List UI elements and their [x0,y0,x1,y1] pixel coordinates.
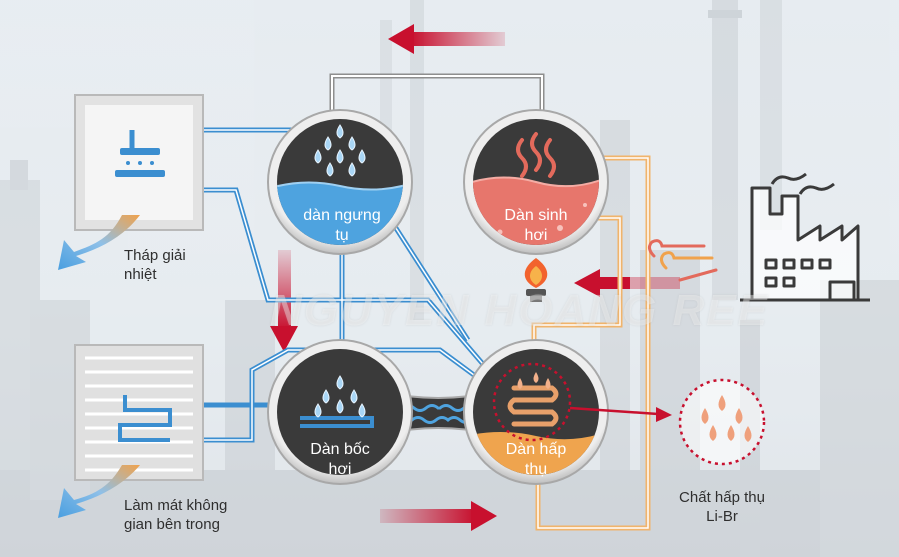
indoor-air-arrow [58,465,140,518]
heat-waves-icon [516,132,556,178]
cooling-tower-label: Tháp giải nhiệt [124,246,186,284]
red-arrow-down-left [270,250,298,352]
evaporator-label-line2: hơi [328,461,352,478]
red-arrow-bottom [380,501,497,531]
condenser-label-line2: tụ [335,227,349,244]
absorbent-label-line1: Chất hấp thụ [679,489,765,506]
generator-chamber [463,109,609,255]
evaporator-label: Dàn bốc hơi [280,440,400,480]
generator-label: Dàn sinh hơi [476,206,596,246]
absorber-label-line1: Dàn hấp [505,441,567,458]
cooling-tower [58,94,204,270]
absorbent-label-line2: Li-Br [706,508,738,525]
cooling-tower-label-line1: Tháp giải [124,247,186,264]
watermark-text: NGUYEN HOANG REE [270,286,769,335]
wind-icon [647,239,718,282]
absorber-chamber [463,339,609,485]
cooling-tower-exhaust-arrow [58,215,140,270]
absorber-label: Dàn hấp thụ [476,440,596,480]
condenser-chamber [267,109,413,255]
indoor-cooling-label: Làm mát không gian bên trong [124,496,227,534]
condenser-label-line1: dàn ngưng [303,207,381,224]
flame-burner-icon [524,258,548,302]
absorber-highlight-ring [492,362,572,442]
indoor-cooling-label-line2: gian bên trong [124,516,220,533]
absorbent-pointer-arrow [569,406,672,422]
coil-icon [507,385,559,427]
condenser-label: dàn ngưng tụ [282,206,402,246]
cooling-tower-label-line2: nhiệt [124,266,157,283]
absorbent-label: Chất hấp thụ Li-Br [660,488,784,526]
coil-icon [118,395,172,442]
generator-label-line2: hơi [524,227,548,244]
spray-nozzle-icon [115,130,165,177]
evaporator-chamber [267,339,413,485]
indoor-cooling-label-line1: Làm mát không [124,497,228,514]
libr-absorbent-icon [678,378,766,466]
water-drops-icon [314,375,366,418]
absorber-label-line2: thụ [524,461,548,478]
generator-label-line1: Dàn sinh [504,207,568,224]
indoor-air-handler [58,344,204,518]
red-arrow-top [388,24,505,54]
evaporator-label-line1: Dàn bốc [310,441,370,458]
factory-icon [740,172,870,302]
water-drops-icon [314,124,366,177]
